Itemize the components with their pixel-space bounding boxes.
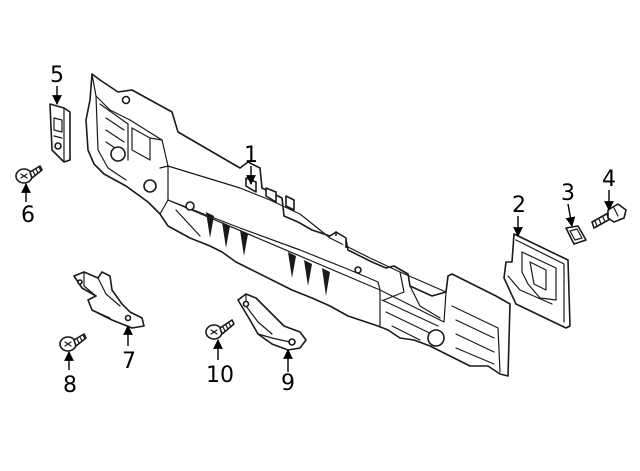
bracket-plate-right bbox=[503, 233, 571, 329]
square-clip bbox=[565, 225, 587, 245]
leader-3 bbox=[565, 203, 576, 227]
callout-2: 2 bbox=[512, 193, 526, 218]
callout-8: 8 bbox=[63, 373, 77, 398]
energy-absorber bbox=[85, 73, 511, 377]
callout-labels: 1 2 3 4 5 6 7 8 9 10 bbox=[21, 63, 616, 398]
callout-4: 4 bbox=[602, 167, 616, 192]
screw-left bbox=[15, 165, 43, 184]
mounting-bracket-left bbox=[73, 271, 145, 329]
callout-10: 10 bbox=[206, 363, 234, 388]
callout-3: 3 bbox=[561, 181, 575, 206]
callout-7: 7 bbox=[122, 349, 136, 374]
callout-leaders bbox=[21, 86, 614, 372]
bracket-center-lower bbox=[237, 293, 307, 351]
callout-6: 6 bbox=[21, 203, 35, 228]
vertical-bracket-left bbox=[49, 103, 71, 163]
screw-center bbox=[205, 319, 235, 340]
callout-5: 5 bbox=[50, 63, 64, 88]
hex-bolt bbox=[591, 203, 627, 229]
screw-lower-left bbox=[59, 333, 87, 352]
callout-1: 1 bbox=[244, 143, 258, 168]
callout-9: 9 bbox=[281, 371, 295, 396]
